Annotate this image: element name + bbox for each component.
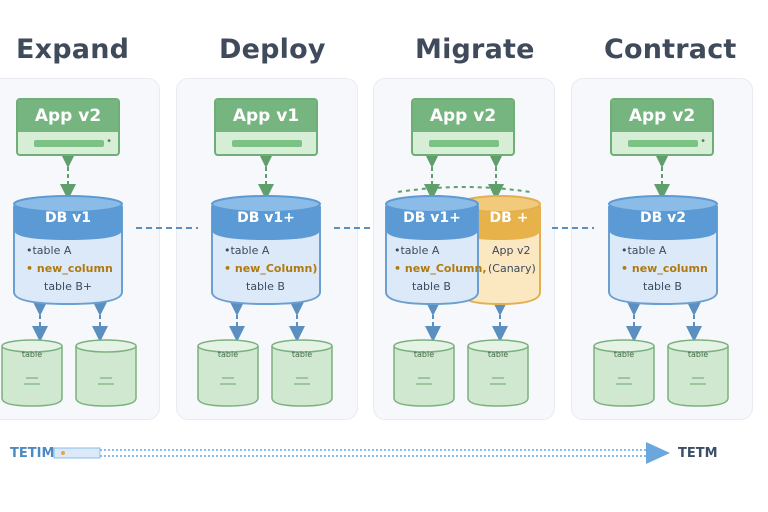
app-icon — [628, 140, 698, 147]
app-icon — [232, 140, 302, 147]
db-row-table-a: •table A — [224, 244, 270, 257]
storage-icon — [1, 339, 729, 407]
canary-row-app: App v2 — [492, 244, 531, 257]
storage-label: table — [613, 350, 635, 359]
stage-title-contract: Contract — [604, 34, 737, 65]
app-mark-icon: • — [700, 136, 706, 147]
storage-label: table — [217, 350, 239, 359]
database-contract: DB v2 •table A • new_column table B — [609, 196, 717, 304]
storage-deploy-1: table — [198, 338, 258, 404]
storage-contract-2: table — [668, 338, 728, 404]
app-box-expand: App v2 • — [16, 98, 120, 156]
storage-label: table — [487, 350, 509, 359]
db-row-table-b: table B — [412, 280, 451, 293]
storage-deploy-2: table — [272, 338, 332, 404]
db-row-table-b: table B+ — [44, 280, 93, 293]
storage-contract-1: table — [594, 338, 654, 404]
db-row-table-a: •table A — [394, 244, 440, 257]
stage-title-expand: Expand — [16, 34, 130, 65]
db-label: DB v2 — [639, 210, 687, 226]
database-migrate: DB v1+ •table A • new_Column, table B — [386, 196, 487, 304]
app-box-deploy: App v1 — [214, 98, 318, 156]
db-label: DB v1+ — [403, 210, 461, 226]
canary-row-note: (Canary) — [488, 262, 536, 275]
storage-label: table — [687, 350, 709, 359]
db-row-table-a: •table A — [621, 244, 667, 257]
app-label: App v2 — [612, 100, 712, 132]
timeline-arrow — [53, 442, 670, 464]
db-row-new-column: • new_column — [621, 262, 708, 275]
db-row-new-column: • new_column — [26, 262, 113, 275]
db-label: DB v1 — [44, 210, 92, 226]
timeline-end-label: TETM — [678, 446, 718, 461]
stage-title-migrate: Migrate — [415, 34, 535, 65]
app-mark-icon: • — [106, 136, 112, 147]
storage-migrate-2: table — [468, 338, 528, 404]
db-row-table-b: table B — [643, 280, 682, 293]
storage-expand-1: table — [2, 338, 62, 404]
database-canary: DB + App v2 (Canary) — [478, 196, 540, 304]
db-row-table-a: •table A — [26, 244, 72, 257]
canary-db-label: DB + — [489, 210, 529, 226]
db-row-table-b: table B — [246, 280, 285, 293]
database-deploy: DB v1+ •table A • new_Column) table B — [212, 196, 320, 304]
storage-label: table — [21, 350, 43, 359]
db-row-new-column: • new_Column) — [224, 262, 318, 275]
timeline-start-label: TETIM — [10, 446, 55, 461]
app-box-migrate: App v2 — [411, 98, 515, 156]
app-icon — [34, 140, 104, 147]
storage-label: table — [413, 350, 435, 359]
storage-label: table — [291, 350, 313, 359]
stage-title-deploy: Deploy — [219, 34, 326, 65]
arrow-right-icon — [646, 442, 670, 464]
storage-expand-2 — [76, 338, 136, 404]
app-label: App v2 — [18, 100, 118, 132]
app-icon — [429, 140, 499, 147]
app-label: App v2 — [413, 100, 513, 132]
database-icon — [13, 195, 718, 306]
storage-migrate-1: table — [394, 338, 454, 404]
database-expand: DB v1 •table A • new_column table B+ — [14, 196, 122, 304]
db-row-new-column: • new_Column, — [394, 262, 487, 275]
db-label: DB v1+ — [237, 210, 295, 226]
app-box-contract: App v2 • — [610, 98, 714, 156]
app-label: App v1 — [216, 100, 316, 132]
